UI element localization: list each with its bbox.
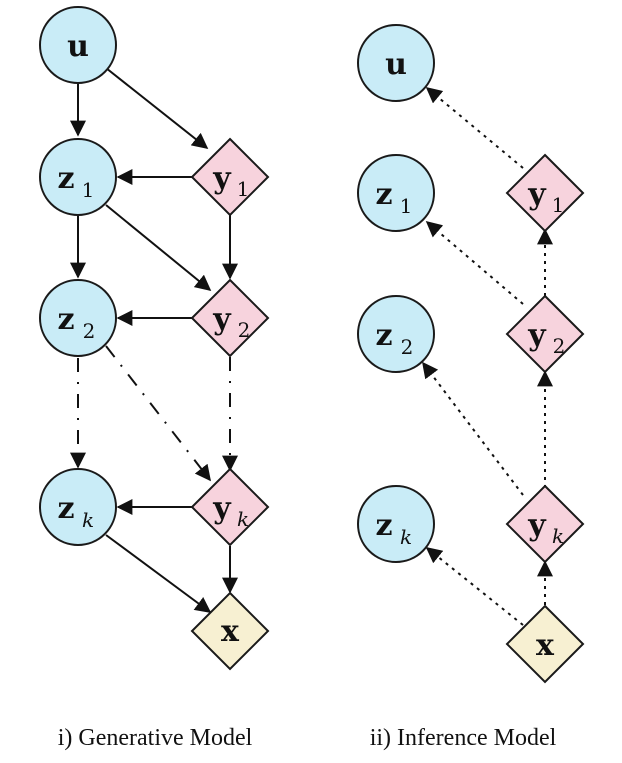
inference-caption: ii) Inference Model (370, 725, 557, 751)
node-y2-label: y (212, 302, 232, 337)
node-z1-subscript: 1 (82, 178, 95, 202)
inf-node-zk-label: z (375, 508, 392, 543)
inf-node-yk-label: y (527, 508, 547, 543)
node-zk-subscript: k (82, 508, 94, 532)
node-y2: y 2 (190, 278, 270, 358)
inf-node-yk: y k (505, 484, 585, 564)
node-yk: y k (190, 467, 270, 547)
generative-edges (70, 67, 238, 613)
node-y1-label: y (212, 161, 232, 196)
inf-node-u-label: u (385, 47, 407, 82)
edge-x-zk (425, 546, 524, 626)
node-zk-label: z (57, 491, 74, 526)
node-yk-label: y (212, 491, 232, 526)
inf-node-x-label: x (536, 628, 555, 663)
node-z2: z 2 (39, 279, 117, 357)
inf-node-z2-subscript: 2 (401, 335, 414, 359)
generative-model: u z 1 z 2 z k y 1 y 2 y (39, 6, 270, 751)
edge-z1-y2 (105, 204, 212, 292)
inf-node-z1: z 1 (357, 154, 435, 232)
edge-yk-z2 (422, 361, 524, 496)
node-y1: y 1 (190, 137, 270, 217)
edge-y1-u (425, 86, 524, 169)
inf-node-z1-label: z (375, 177, 392, 212)
edge-zk-x (105, 534, 212, 613)
inf-node-y2-label: y (527, 318, 547, 353)
inf-node-z2-label: z (375, 318, 392, 353)
node-zk: z k (39, 468, 117, 546)
node-x-label: x (221, 614, 240, 649)
node-x: x (190, 591, 270, 671)
node-u: u (39, 6, 117, 84)
inf-node-zk-subscript: k (400, 525, 412, 549)
inf-node-y1-label: y (527, 177, 547, 212)
node-u-label: u (67, 29, 89, 64)
node-y1-subscript: 1 (237, 177, 250, 201)
node-z1-label: z (57, 161, 74, 196)
inf-node-y2-subscript: 2 (553, 334, 566, 358)
node-y2-subscript: 2 (238, 318, 251, 342)
edge-y2-z1 (425, 220, 524, 305)
inf-node-zk: z k (357, 485, 435, 563)
inf-node-x: x (505, 604, 585, 684)
inf-node-z1-subscript: 1 (400, 194, 413, 218)
node-yk-subscript: k (237, 507, 249, 531)
inf-node-u: u (357, 24, 435, 102)
inf-node-y1: y 1 (505, 153, 585, 233)
inf-node-yk-subscript: k (552, 524, 564, 548)
inf-node-y1-subscript: 1 (552, 193, 565, 217)
generative-caption: i) Generative Model (58, 725, 253, 751)
inference-edges (422, 86, 553, 626)
node-z2-label: z (57, 302, 74, 337)
edge-z2-yk (105, 345, 211, 482)
edge-u-y1 (105, 67, 209, 149)
node-z2-subscript: 2 (83, 319, 96, 343)
inf-node-z2: z 2 (357, 295, 435, 373)
inference-model: u z 1 z 2 z k y 1 y 2 y k (357, 24, 585, 751)
inf-node-y2: y 2 (505, 294, 585, 374)
node-z1: z 1 (39, 138, 117, 216)
